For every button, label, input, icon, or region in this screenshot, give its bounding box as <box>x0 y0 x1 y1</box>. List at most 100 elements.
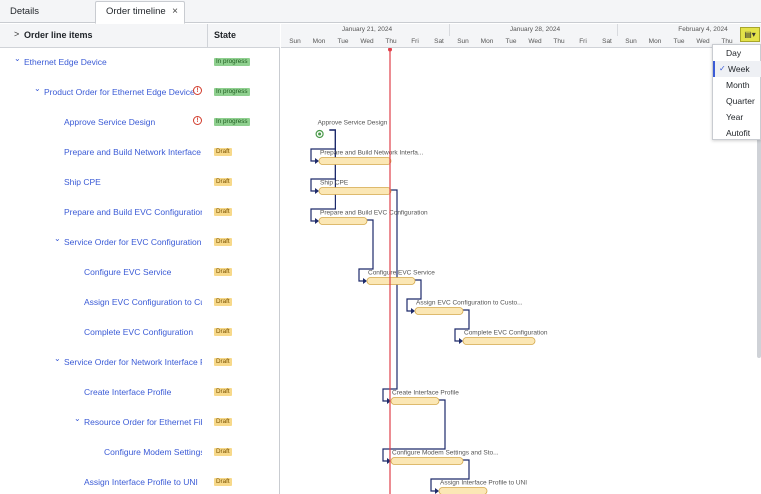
task-bar <box>318 187 392 195</box>
day-label: Sun <box>457 38 469 45</box>
status-badge: In progress <box>214 88 250 96</box>
menu-item-label: Quarter <box>726 96 755 106</box>
task-bar <box>318 217 368 225</box>
row-name-link[interactable]: Service Order for Network Interface Pr <box>64 357 202 367</box>
warning-icon[interactable]: ! <box>193 116 202 125</box>
column-divider[interactable] <box>207 24 208 48</box>
task-bar-label: Configure EVC Service <box>368 270 435 277</box>
collapse-toggle-icon[interactable]: ⌄ <box>34 84 41 93</box>
row-name-link[interactable]: Assign EVC Configuration to Cust <box>84 297 202 307</box>
week-label: January 21, 2024 <box>341 26 393 33</box>
menu-item-label: Week <box>728 64 750 74</box>
status-badge: Draft <box>214 178 232 186</box>
row-name-link[interactable]: Configure Modem Settings a <box>104 447 202 457</box>
table-row[interactable]: Assign Interface Profile to UNI Draft <box>0 468 280 494</box>
row-name-link[interactable]: Prepare and Build EVC Configuration <box>64 207 202 217</box>
table-row[interactable]: Ship CPE Draft <box>0 168 280 198</box>
today-marker <box>388 48 392 52</box>
week-label: February 4, 2024 <box>678 26 728 33</box>
calendar-icon[interactable]: ▤▾ <box>740 27 760 42</box>
row-name-link[interactable]: Ship CPE <box>64 177 101 187</box>
collapse-toggle-icon[interactable]: ⌄ <box>14 54 21 63</box>
status-badge: Draft <box>214 358 232 366</box>
menu-item-day[interactable]: Day <box>713 45 761 61</box>
day-label: Sat <box>602 38 612 45</box>
menu-item-month[interactable]: Month <box>713 77 761 93</box>
status-badge: Draft <box>214 298 232 306</box>
menu-item-autofit[interactable]: Autofit <box>713 125 761 141</box>
menu-item-week[interactable]: ✓Week <box>713 61 761 77</box>
day-label: Mon <box>312 38 326 45</box>
day-label: Fri <box>579 38 587 45</box>
day-label: Sun <box>289 38 301 45</box>
row-name-link[interactable]: Assign Interface Profile to UNI <box>84 477 198 487</box>
dependency-link <box>382 399 446 462</box>
status-badge: In progress <box>214 58 250 66</box>
day-label: Fri <box>411 38 419 45</box>
row-name-link[interactable]: Configure EVC Service <box>84 267 172 277</box>
tab-order-timeline-label: Order timeline <box>106 6 166 17</box>
dependency-arrow <box>315 218 319 224</box>
status-badge: Draft <box>214 448 232 456</box>
task-bar <box>438 487 488 494</box>
collapse-toggle-icon[interactable]: ⌄ <box>54 234 61 243</box>
day-label: Tue <box>673 38 685 45</box>
table-row[interactable]: ⌄Service Order for Network Interface Pr D… <box>0 348 280 378</box>
week-label: January 28, 2024 <box>509 26 561 33</box>
week-divider <box>617 24 618 36</box>
dependency-link <box>454 309 470 342</box>
dependency-arrow <box>435 488 439 494</box>
gantt-timeline: January 21, 2024 January 28, 2024 February… <box>281 24 761 494</box>
check-icon: ✓ <box>719 64 726 73</box>
task-bar-label: Configure Modem Settings and Sto... <box>392 450 499 457</box>
dependency-arrow <box>315 188 319 194</box>
dependency-link <box>310 129 336 222</box>
menu-item-quarter[interactable]: Quarter <box>713 93 761 109</box>
task-bar <box>462 337 536 345</box>
row-name-link[interactable]: Resource Order for Ethernet Fibe <box>84 417 202 427</box>
row-name-link[interactable]: Prepare and Build Network Interface Pr <box>64 147 202 157</box>
table-row[interactable]: Prepare and Build EVC Configuration Draft <box>0 198 280 228</box>
task-bar <box>318 157 392 165</box>
row-name-link[interactable]: Service Order for EVC Configuration Se <box>64 237 202 247</box>
column-header-order-line-items[interactable]: Order line items <box>24 30 93 40</box>
dependency-arrow <box>363 278 367 284</box>
collapse-toggle-icon[interactable]: ⌄ <box>54 354 61 363</box>
table-row[interactable]: Assign EVC Configuration to Cust Draft <box>0 288 280 318</box>
table-row[interactable]: Configure Modem Settings a Draft <box>0 438 280 468</box>
row-name-link[interactable]: Create Interface Profile <box>84 387 172 397</box>
vertical-scrollbar[interactable] <box>757 48 761 358</box>
menu-item-year[interactable]: Year <box>713 109 761 125</box>
day-label: Wed <box>528 38 542 45</box>
day-label: Wed <box>360 38 374 45</box>
task-bar-label: Create Interface Profile <box>392 390 459 397</box>
expand-all-icon[interactable]: > <box>14 29 20 39</box>
status-badge: Draft <box>214 478 232 486</box>
column-header-state[interactable]: State <box>214 30 237 40</box>
grid-header: > Order line items State <box>0 24 280 48</box>
status-badge: Draft <box>214 208 232 216</box>
dependency-link <box>406 279 422 312</box>
tab-details[interactable]: Details <box>0 2 95 23</box>
collapse-toggle-icon[interactable]: ⌄ <box>74 414 81 423</box>
tab-order-timeline[interactable]: Order timeline × <box>95 1 185 24</box>
dependency-link <box>430 459 470 492</box>
row-name-link[interactable]: Complete EVC Configuration <box>84 327 194 337</box>
warning-icon[interactable]: ! <box>193 86 202 95</box>
day-label: Mon <box>648 38 662 45</box>
week-divider <box>449 24 450 36</box>
row-name-link[interactable]: Product Order for Ethernet Edge Device <box>44 87 195 97</box>
table-row[interactable]: ⌄Product Order for Ethernet Edge Device!… <box>0 78 280 108</box>
row-name-link[interactable]: Ethernet Edge Device <box>24 57 107 67</box>
day-label: Sun <box>625 38 637 45</box>
close-tab-icon[interactable]: × <box>172 6 178 17</box>
row-name-link[interactable]: Approve Service Design <box>64 117 156 127</box>
table-row[interactable]: Approve Service Design!In progress <box>0 108 280 138</box>
table-row[interactable]: ⌄Ethernet Edge Device In progress <box>0 48 280 78</box>
